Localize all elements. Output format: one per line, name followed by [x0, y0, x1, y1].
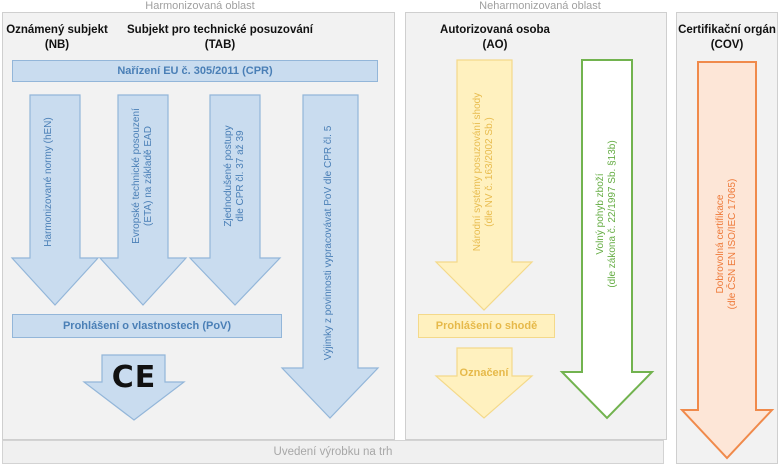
hen-arrow-label-line1: Harmonizované normy (hEN): [43, 117, 54, 247]
simplified-arrow-label-line1: Zjednodušené postupy: [223, 125, 234, 227]
eta-arrow-label: Evropské technické posouzení (ETA) na zá…: [131, 96, 155, 256]
arrow-ce: [82, 354, 186, 421]
free-movement-arrow-label-line1: Volný pohyb zboží: [595, 173, 606, 255]
national-arrow-label: Národní systémy posuzování shody (dle NV…: [472, 87, 496, 257]
conformity-declaration-bar: Prohlášení o shodě: [418, 314, 555, 338]
simplified-arrow-label-line2: dle CPR čl. 37 až 39: [235, 130, 246, 222]
harmonized-zone-title: Harmonizovaná oblast: [145, 0, 255, 12]
free-movement-arrow-label: Volný pohyb zboží (dle zákona č. 22/1997…: [595, 119, 619, 309]
header-tab-name: Subjekt pro technické posuzování: [127, 24, 313, 36]
header-cov-abbr: (COV): [710, 39, 744, 51]
exceptions-arrow-label-line1: Výjimky z povinnosti vypracovávat PoV dl…: [323, 125, 334, 361]
arrow-exceptions: [280, 94, 380, 419]
pov-declaration-bar: Prohlášení o vlastnostech (PoV): [12, 314, 282, 338]
marking-label: Označení: [459, 367, 509, 379]
header-cov: Certifikační orgán (COV): [676, 23, 778, 53]
header-ao-abbr: (AO): [482, 39, 508, 51]
arrow-simplified: [188, 94, 282, 306]
header-cov-name: Certifikační orgán: [678, 24, 776, 36]
eta-arrow-label-line2: (ETA) na základě EAD: [143, 126, 154, 226]
header-tab-abbr: (TAB): [204, 39, 236, 51]
exceptions-arrow-label: Výjimky z povinnosti vypracovávat PoV dl…: [323, 113, 337, 373]
header-ao: Autorizovaná osoba (AO): [420, 23, 570, 53]
voluntary-arrow-label-line1: Dobrovolná certifikace: [715, 194, 726, 294]
market-placement-bar: Uvedení výrobku na trh: [2, 440, 664, 464]
national-arrow-label-line2: (dle NV č. 163/2002 Sb.): [484, 117, 495, 227]
arrow-voluntary: [679, 61, 775, 460]
free-movement-arrow-label-line2: (dle zákona č. 22/1997 Sb. §13b): [607, 140, 618, 288]
non-harmonized-zone-title: Neharmonizovaná oblast: [479, 0, 601, 12]
header-nb-abbr: (NB): [44, 39, 70, 51]
arrow-hen: [10, 94, 100, 306]
simplified-arrow-label: Zjednodušené postupy dle CPR čl. 37 až 3…: [223, 96, 247, 256]
cpr-regulation-bar: Nařízení EU č. 305/2011 (CPR): [12, 60, 378, 82]
header-nb-name: Oznámený subjekt: [6, 24, 108, 36]
header-nb: Oznámený subjekt (NB): [2, 23, 112, 53]
arrow-national: [434, 59, 534, 311]
ce-mark: CE: [111, 360, 157, 395]
eta-arrow-label-line1: Evropské technické posouzení: [131, 108, 142, 244]
voluntary-arrow-label-line2: (dle ČSN EN ISO/IEC 17065): [727, 178, 738, 310]
voluntary-arrow-label: Dobrovolná certifikace (dle ČSN EN ISO/I…: [715, 154, 739, 334]
header-ao-name: Autorizovaná osoba: [440, 24, 550, 36]
arrow-oznaceni: [434, 347, 534, 419]
arrow-free-movement: [559, 59, 655, 420]
national-arrow-label-line1: Národní systémy posuzování shody: [472, 92, 483, 252]
hen-arrow-label: Harmonizované normy (hEN): [43, 102, 67, 262]
arrow-eta: [98, 94, 188, 306]
header-tab: Subjekt pro technické posuzování (TAB): [120, 23, 320, 53]
